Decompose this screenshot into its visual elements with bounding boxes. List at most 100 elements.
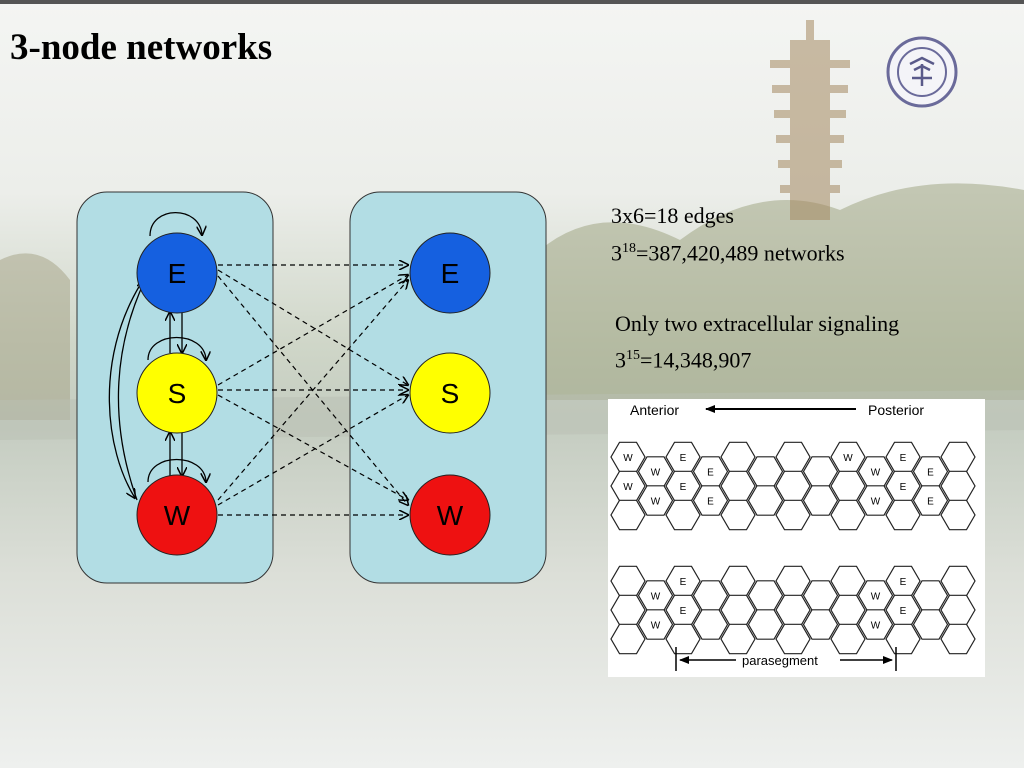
hex-cell	[610, 594, 646, 626]
left-node-label-w: W	[164, 500, 191, 531]
intercellular-edges	[217, 265, 408, 515]
hex-cell	[912, 580, 949, 611]
hex-cell	[692, 485, 729, 516]
left-node-label-e: E	[168, 258, 187, 289]
hex-cell	[885, 623, 921, 655]
hex-cell-label: W	[871, 468, 881, 479]
hex-cell	[720, 623, 756, 655]
hex-cell	[720, 470, 756, 502]
hex-cell	[720, 565, 756, 597]
hex-cell	[802, 609, 839, 640]
hex-cell-label: E	[680, 606, 687, 617]
right-node-label-e: E	[441, 258, 460, 289]
left-node-e	[136, 232, 218, 314]
hex-cell	[802, 580, 839, 611]
hex-cell-label: W	[843, 453, 853, 464]
right-node-s	[409, 352, 491, 434]
hex-cell	[830, 594, 866, 626]
hex-cell	[940, 594, 976, 626]
hex-cell	[775, 499, 811, 531]
university-logo-icon	[884, 34, 960, 115]
signaling-count: 315=14,348,907	[615, 347, 752, 373]
hex-cell-label: E	[707, 468, 714, 479]
hex-cell	[775, 470, 811, 502]
hex-cell	[940, 441, 976, 473]
hex-cell-label: E	[680, 453, 687, 464]
hex-cell	[637, 485, 674, 516]
right-node-w	[409, 474, 491, 556]
pagoda-illustration	[770, 20, 850, 220]
hex-cell	[747, 580, 784, 611]
hex-cell	[830, 499, 866, 531]
hex-cell-label: W	[623, 453, 633, 464]
hex-cell-label: E	[680, 482, 687, 493]
right-node-label-s: S	[441, 378, 460, 409]
hex-cell	[775, 594, 811, 626]
hex-cell	[610, 623, 646, 655]
hex-cell	[747, 456, 784, 487]
hex-cell	[857, 609, 894, 640]
hex-cell-label: E	[900, 606, 907, 617]
hex-cell-label: W	[651, 468, 661, 479]
hex-cell-label: E	[900, 453, 907, 464]
hex-cell	[610, 499, 646, 531]
hex-cell	[747, 609, 784, 640]
hex-cell-label: E	[680, 577, 687, 588]
anterior-label: Anterior	[630, 402, 679, 418]
hex-cell	[912, 485, 949, 516]
slide-title: 3-node networks	[10, 27, 273, 68]
hex-cell	[692, 580, 729, 611]
hex-grid-top: W W W W E E E E W W W E E E E	[610, 441, 976, 531]
hex-cell-label: E	[900, 577, 907, 588]
hex-cell	[940, 470, 976, 502]
hex-cell-label: W	[623, 482, 633, 493]
hex-cell-label: W	[651, 497, 661, 508]
hex-cell	[830, 470, 866, 502]
hex-cell-label: E	[927, 497, 934, 508]
hex-cell	[720, 594, 756, 626]
edges-note: 3x6=18 edges	[611, 203, 734, 228]
hex-cell	[692, 609, 729, 640]
right-node-e	[409, 232, 491, 314]
hex-cell	[747, 485, 784, 516]
hex-cell	[830, 623, 866, 655]
hex-cell	[665, 623, 701, 655]
left-node-s	[136, 352, 218, 434]
hex-cell-label: W	[871, 592, 881, 603]
hex-cell-label: W	[871, 621, 881, 632]
hex-cell	[637, 609, 674, 640]
hex-cell	[940, 565, 976, 597]
right-node-label-w: W	[437, 500, 464, 531]
left-node-w	[136, 474, 218, 556]
hex-cell-label: E	[927, 468, 934, 479]
hex-cell-label: W	[871, 497, 881, 508]
intracellular-edges	[108, 212, 206, 500]
hex-cell	[720, 499, 756, 531]
hex-cell	[665, 499, 701, 531]
hex-cell	[802, 456, 839, 487]
hex-cell	[912, 609, 949, 640]
hex-cell-label: E	[900, 482, 907, 493]
hex-cell	[720, 441, 756, 473]
signaling-note: Only two extracellular signaling	[615, 311, 900, 336]
hex-cell	[775, 565, 811, 597]
hex-grid-bottom: W W E E W W E E	[610, 565, 976, 655]
parasegment-label: parasegment	[742, 653, 818, 668]
hex-cell-label: W	[651, 592, 661, 603]
hex-cell	[802, 485, 839, 516]
hex-cell-label: W	[651, 621, 661, 632]
posterior-label: Posterior	[868, 402, 924, 418]
hex-cell	[775, 623, 811, 655]
hex-cell-label: E	[707, 497, 714, 508]
left-node-label-s: S	[168, 378, 187, 409]
hex-cell	[940, 499, 976, 531]
hex-cell	[885, 499, 921, 531]
hex-cell	[857, 485, 894, 516]
hex-cell	[610, 565, 646, 597]
hex-cell	[775, 441, 811, 473]
hex-cell	[940, 623, 976, 655]
hex-cell	[830, 565, 866, 597]
networks-count: 318=387,420,489 networks	[611, 240, 845, 266]
